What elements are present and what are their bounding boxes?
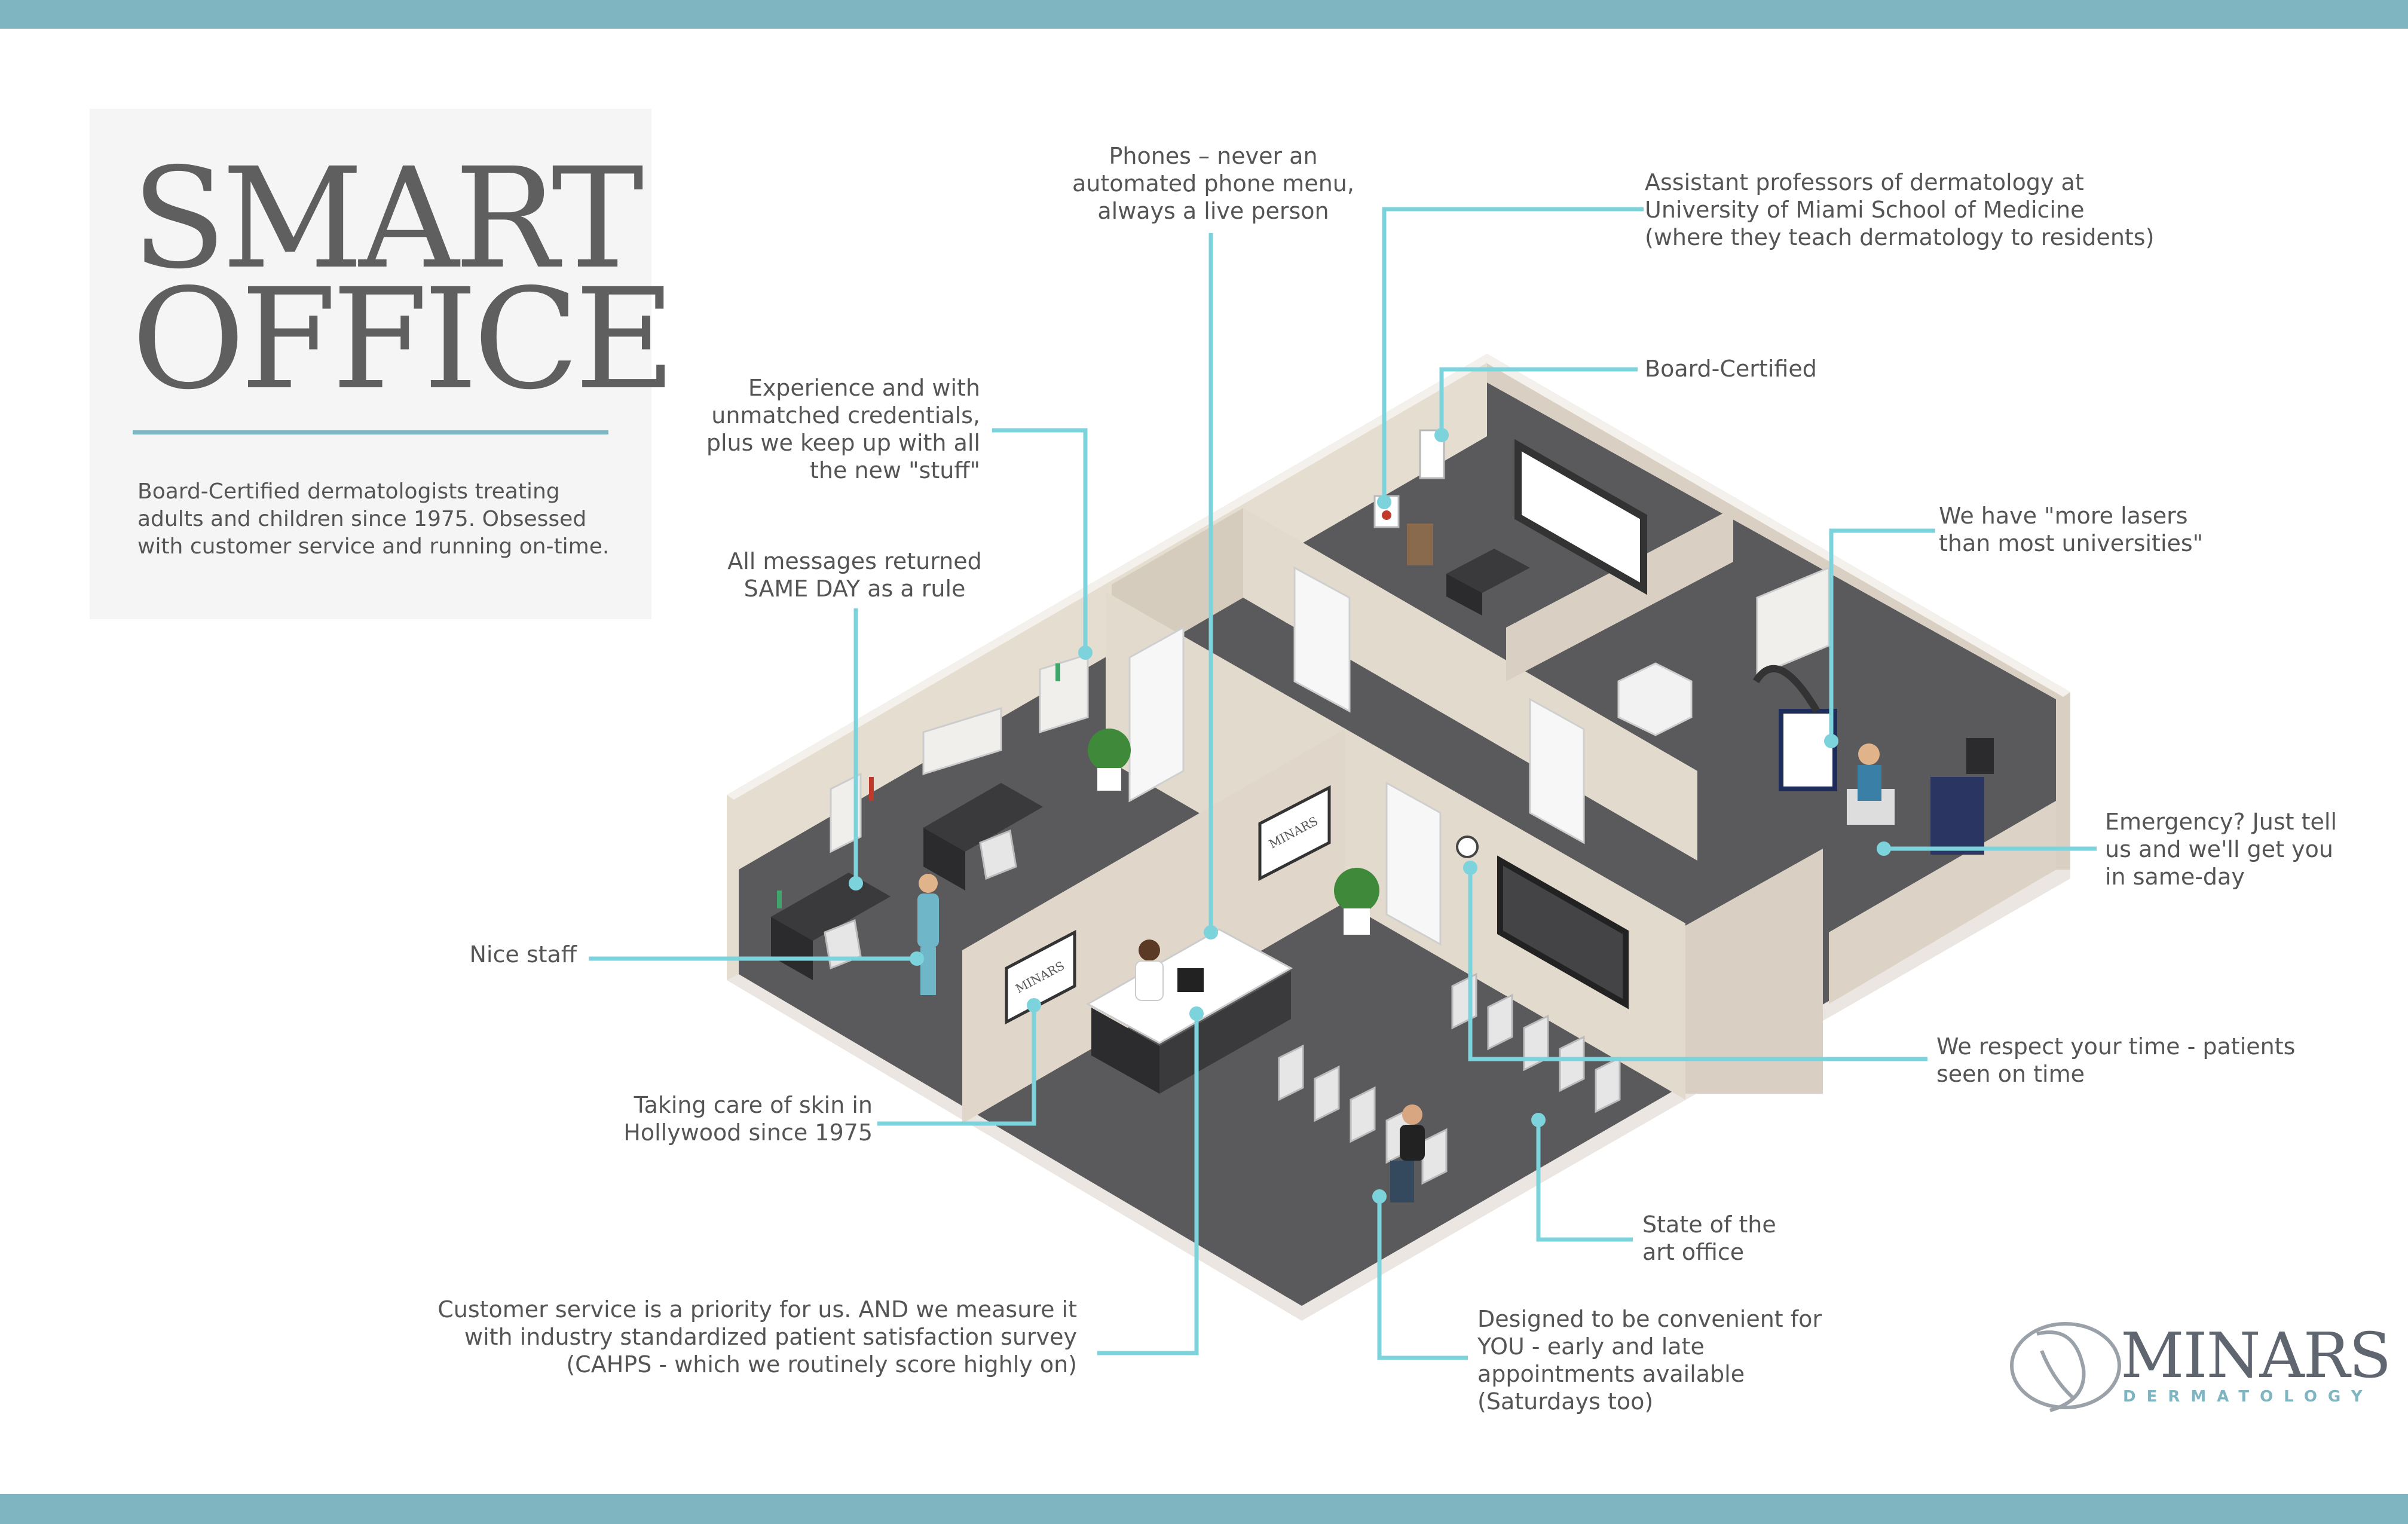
laser-console	[1930, 777, 1984, 855]
patient-body	[1858, 765, 1881, 801]
left-chair-2	[979, 829, 1017, 880]
title-panel: SMART OFFICE Board-Certified dermatologi…	[90, 109, 676, 619]
logo-subtitle: DERMATOLOGY	[2123, 1388, 2373, 1406]
staff-head	[919, 874, 938, 893]
staff-legs	[920, 947, 936, 995]
office-desk-side	[1446, 574, 1482, 616]
callout-emergency: Emergency? Just tell us and we'll get yo…	[2105, 809, 2337, 890]
logo-name: MINARS	[2121, 1319, 2391, 1392]
left-desk-1-side	[771, 917, 813, 980]
patient-waiting-legs	[1390, 1161, 1414, 1202]
leader-lines	[589, 207, 2097, 1360]
plant-pot-waiting	[1344, 908, 1370, 935]
callout-experience: Experience and with unmatched credential…	[706, 375, 980, 483]
laser-arm	[1752, 665, 1820, 714]
left-chair-1	[824, 919, 862, 970]
plant-left	[1088, 729, 1131, 772]
laser-cabinet	[1617, 662, 1693, 736]
callout-professors: Assistant professors of dermatology at U…	[1645, 169, 2155, 250]
waiting-chairs-front	[1278, 1044, 1448, 1185]
wall-top-edge-right	[1487, 354, 2070, 697]
book-red	[869, 777, 874, 801]
leader-dots	[849, 428, 1891, 1204]
left-desk-1-top	[771, 873, 891, 941]
bottom-band	[0, 1494, 2408, 1524]
back-right-wall	[1487, 354, 2070, 870]
staff-body	[917, 893, 939, 947]
title-office: OFFICE	[131, 259, 676, 420]
reception-monitor	[1177, 968, 1204, 992]
reception-desk-side	[1159, 971, 1291, 1094]
laser-shelves	[1756, 566, 1830, 677]
patient-head	[1858, 743, 1880, 765]
back-left-wall	[727, 354, 1487, 980]
title-description: Board-Certified dermatologists treating …	[137, 479, 610, 559]
callout-messages: All messages returned SAME DAY as a rule	[727, 548, 982, 602]
interior-wall-laser	[1506, 508, 1733, 681]
plant-waiting	[1334, 868, 1379, 913]
callout-respect-time: We respect your time - patients seen on …	[1936, 1033, 2296, 1087]
leader-customer-service	[1097, 1014, 1199, 1355]
leader-respect-time	[1468, 868, 1927, 1061]
receptionist-body	[1135, 960, 1164, 1001]
left-bookshelf-2	[1039, 653, 1089, 734]
laser-monitor	[1966, 738, 1994, 774]
leader-hollywood	[877, 1005, 1036, 1126]
certificate-seal	[1382, 510, 1391, 520]
callout-nice-staff: Nice staff	[469, 941, 577, 968]
book-green	[777, 890, 782, 908]
patient-waiting-body	[1400, 1125, 1425, 1161]
wall-top-edge	[727, 354, 1494, 800]
book-green-2	[1055, 663, 1060, 681]
interior-wall-laser-front	[1829, 801, 2056, 1004]
leader-state-of-art	[1536, 1120, 1633, 1242]
callout-hollywood: Taking care of skin in Hollywood since 1…	[623, 1092, 873, 1146]
patient-waiting-head	[1402, 1104, 1422, 1125]
leader-board-certified	[1439, 367, 1638, 435]
minars-logo-mark	[2010, 1322, 2121, 1412]
callout-convenient: Designed to be convenient for YOU - earl…	[1477, 1306, 1822, 1415]
leader-professors	[1382, 207, 1644, 502]
leader-lasers	[1829, 528, 1935, 741]
waiting-door	[1385, 781, 1442, 946]
wall-clock-icon	[1456, 836, 1479, 858]
left-bookshelf-1	[830, 772, 862, 853]
plant-pot-left	[1097, 768, 1121, 791]
left-room-door	[1128, 626, 1185, 803]
left-wall-shelf	[922, 706, 1002, 776]
certificate-frame-2	[1419, 429, 1445, 479]
title-divider	[133, 430, 608, 434]
reception-divider-wall	[962, 729, 1345, 1124]
exam-door	[1529, 697, 1585, 844]
reception-desk-front	[1091, 1008, 1159, 1094]
office-door	[1293, 566, 1351, 713]
minars-sign-1	[1005, 929, 1076, 1025]
leader-convenient	[1377, 1196, 1468, 1360]
callout-lasers: We have "more lasers than most universit…	[1939, 503, 2204, 556]
callout-board-certified: Board-Certified	[1645, 356, 1817, 382]
office-chair	[1407, 524, 1433, 565]
office-desk-top	[1446, 549, 1530, 593]
minars-sign-2	[1258, 785, 1331, 882]
office-window	[1514, 439, 1647, 595]
left-desk-2-side	[923, 828, 965, 890]
title-smart: SMART	[131, 138, 644, 299]
callout-customer-service: Customer service is a priority for us. A…	[437, 1296, 1077, 1378]
receptionist-head	[1139, 940, 1160, 961]
laser-machine	[1779, 709, 1837, 791]
callout-state-of-art: State of the art office	[1642, 1211, 1776, 1265]
interior-wall-exam	[1673, 849, 1823, 1094]
top-band	[0, 0, 2408, 29]
left-desk-2-top	[923, 783, 1043, 852]
waiting-tv	[1497, 855, 1629, 1009]
leader-experience	[992, 428, 1088, 653]
callout-phones: Phones – never an automated phone menu, …	[1072, 143, 1354, 224]
